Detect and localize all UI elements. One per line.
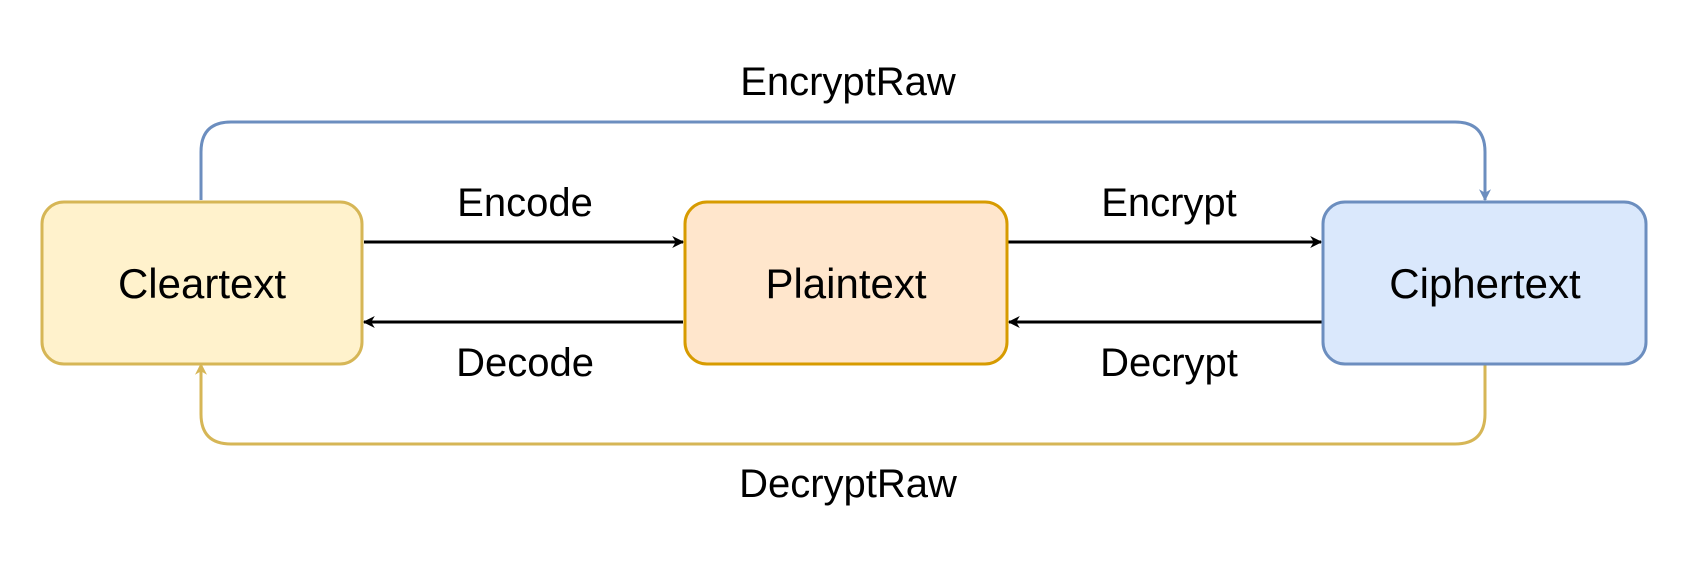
node-plaintext[interactable]: Plaintext [683, 200, 1009, 366]
node-label-cleartext: Cleartext [118, 260, 286, 307]
edge-label-decrypt-raw: DecryptRaw [739, 462, 957, 506]
node-ciphertext[interactable]: Ciphertext [1321, 200, 1648, 366]
edge-encrypt-raw [199, 120, 1491, 202]
edge-label-encrypt: Encrypt [1101, 181, 1237, 225]
node-label-plaintext: Plaintext [765, 260, 926, 307]
edge-label-decode: Decode [456, 341, 594, 385]
edge-label-encode: Encode [457, 181, 593, 225]
edge-label-decrypt: Decrypt [1100, 341, 1238, 385]
edge-label-encrypt-raw: EncryptRaw [740, 60, 956, 104]
node-label-ciphertext: Ciphertext [1389, 260, 1581, 307]
node-cleartext[interactable]: Cleartext [40, 200, 364, 366]
edge-decrypt-raw [195, 362, 1487, 446]
